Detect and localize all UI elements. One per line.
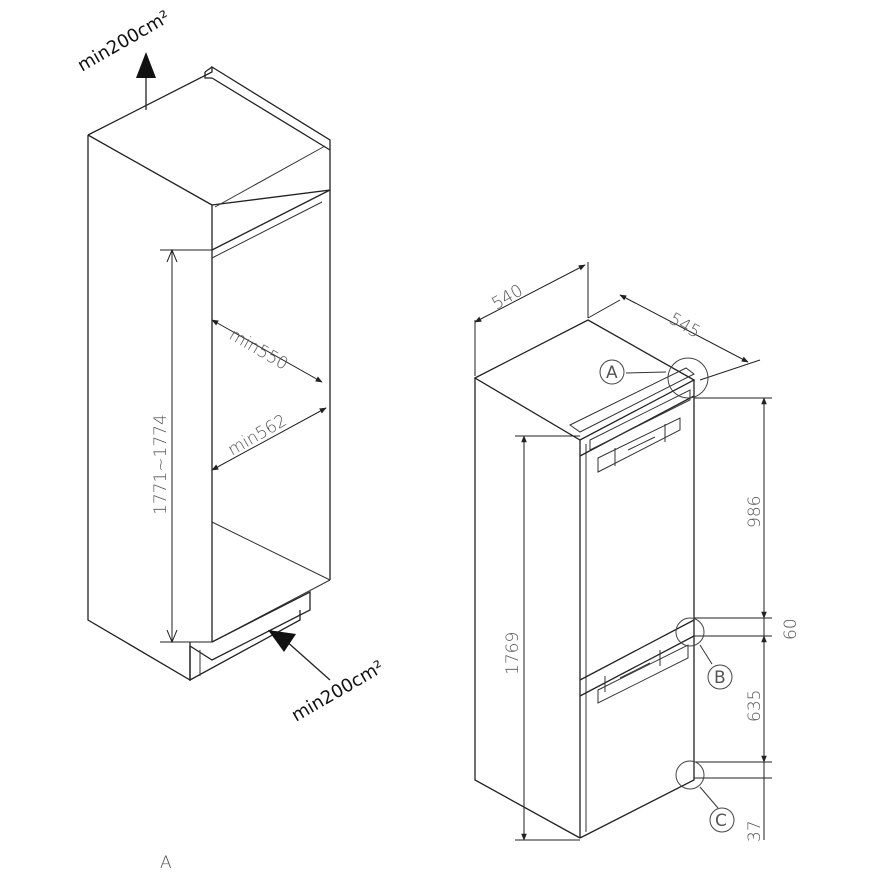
callout-c: C bbox=[709, 807, 735, 833]
appliance-width-label: 540 bbox=[489, 281, 527, 315]
footer-label: A bbox=[160, 853, 172, 873]
appliance-upper-height-label: 986 bbox=[745, 496, 765, 528]
callout-c-label: C bbox=[715, 811, 727, 831]
appliance-body bbox=[473, 262, 772, 841]
niche-width-upper-label: min550 bbox=[226, 325, 292, 375]
niche-width-lower-label: min562 bbox=[225, 411, 291, 461]
callout-b: B bbox=[707, 664, 733, 690]
vent-arrow-bottom bbox=[268, 630, 331, 681]
appliance-middle-gap-label: 60 bbox=[781, 618, 801, 640]
callout-b-label: B bbox=[714, 668, 726, 688]
niche-height-label: 1771~1774 bbox=[151, 414, 171, 515]
appliance-depth-label: 545 bbox=[666, 309, 704, 343]
appliance-lower-height-label: 635 bbox=[745, 690, 765, 722]
vent-arrow-top bbox=[136, 52, 156, 110]
callout-a: A bbox=[599, 359, 625, 385]
appliance-total-height-label: 1769 bbox=[503, 632, 523, 675]
niche-cabinet bbox=[87, 65, 331, 682]
callout-a-label: A bbox=[606, 363, 618, 383]
vent-top-label: min200cm² bbox=[74, 7, 174, 77]
appliance-bottom-gap-label: 37 bbox=[745, 820, 765, 842]
vent-bottom-label: min200cm² bbox=[288, 657, 388, 727]
